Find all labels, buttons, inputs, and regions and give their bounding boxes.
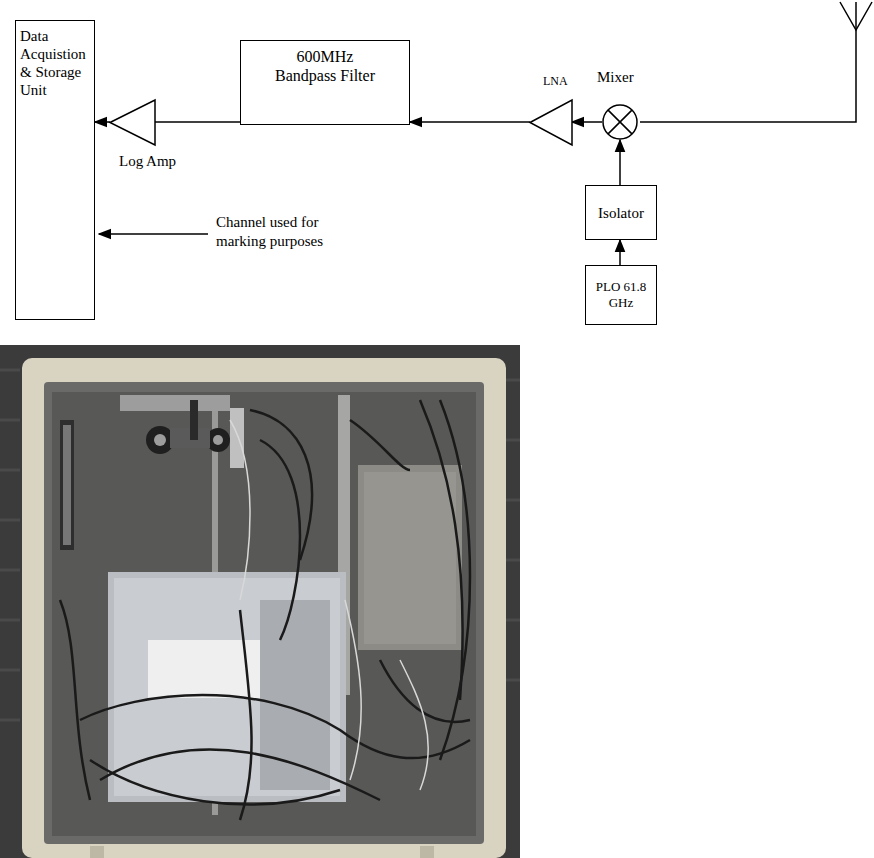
storage-unit-box: Data Acquistion & Storage Unit: [15, 20, 95, 320]
amplifier-symbol: Log Amp: [110, 100, 155, 145]
amplifier-symbol: [110, 100, 155, 145]
box-label: Data Acquistion & Storage Unit: [20, 27, 90, 99]
oscillator-box: PLO 61.8 GHz: [585, 265, 657, 325]
signal-connector: [619, 240, 621, 265]
box-label: PLO 61.8 GHz: [590, 279, 652, 310]
signal-connector: [619, 140, 621, 185]
mixer-symbol: Mixer: [602, 104, 638, 140]
amplifier-symbol: [530, 100, 572, 145]
enclosure-photo: [0, 345, 520, 858]
mixer-symbol: [602, 104, 638, 140]
signal-connector: [155, 121, 240, 123]
signal-connector: [95, 121, 110, 123]
symbol-label: Mixer: [596, 68, 635, 86]
symbol-label: LNA: [542, 74, 569, 88]
signal-connector: [572, 121, 602, 123]
box-label: 600MHz Bandpass Filter: [273, 47, 377, 85]
box-label: Isolator: [590, 204, 652, 222]
antenna-symbol: [640, 2, 872, 122]
filter-box: 600MHz Bandpass Filter: [240, 40, 410, 125]
leader-arrow: [99, 233, 208, 235]
amplifier-symbol: LNA: [530, 100, 572, 145]
note-text: Channel used for marking purposes: [216, 213, 351, 251]
isolator-box: Isolator: [585, 185, 657, 240]
symbol-label: Log Amp: [118, 152, 177, 170]
signal-connector: [410, 121, 530, 123]
